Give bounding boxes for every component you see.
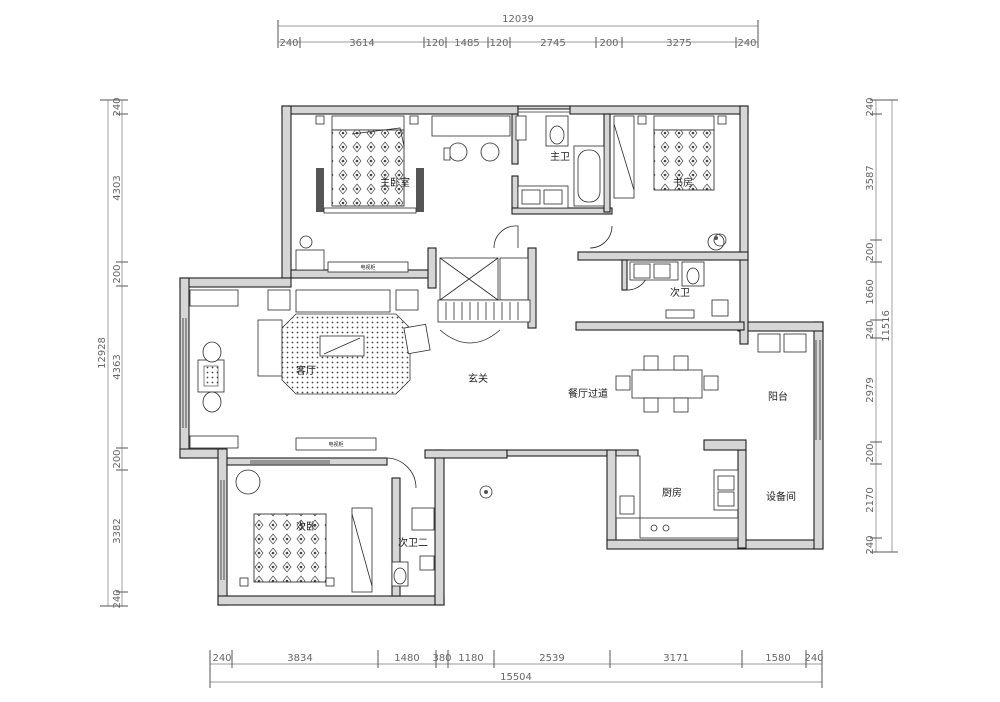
second-bedroom-bed	[253, 513, 327, 583]
dim-top-3: 120	[425, 38, 444, 49]
dim-right-1: 240	[865, 97, 876, 116]
dimension-top: 12039 240 3614 120 1485 120 2745 200 327…	[277, 14, 759, 49]
kitchen: 厨房	[615, 455, 739, 539]
room-second-bath: 次卫	[670, 286, 690, 299]
walls	[179, 105, 824, 606]
room-balcony: 阳台	[768, 390, 788, 403]
dim-right-6: 2979	[865, 377, 876, 402]
second-bath-2: 次卫二	[391, 507, 435, 587]
dim-left-3: 200	[112, 264, 123, 283]
dining-table	[631, 369, 703, 399]
sofa	[295, 289, 391, 313]
dim-bottom-1: 240	[212, 653, 231, 664]
dim-top-2: 3614	[349, 38, 374, 49]
dim-bottom-8: 1580	[765, 653, 790, 664]
dim-top-5: 120	[489, 38, 508, 49]
second-bedroom: 次卧	[235, 469, 373, 593]
dim-right-7: 200	[865, 443, 876, 462]
dim-bottom-9: 240	[804, 653, 823, 664]
dim-left-7: 240	[112, 589, 123, 608]
dim-bottom-4: 380	[432, 653, 451, 664]
overall-height-right: 11516	[881, 310, 892, 342]
room-study: 书房	[673, 176, 693, 189]
dim-right-3: 200	[865, 242, 876, 261]
room-second-bedroom: 次卧	[296, 520, 316, 533]
plant-icons	[479, 233, 727, 499]
dim-top-4: 1485	[454, 38, 479, 49]
tv-cabinet-label-top: 电视柜	[360, 264, 375, 271]
windows	[182, 108, 821, 580]
room-utility: 设备间	[766, 490, 796, 503]
room-master-bedroom: 主卧室	[380, 176, 410, 189]
overall-height-left: 12928	[97, 337, 108, 369]
dim-left-5: 200	[112, 449, 123, 468]
dim-right-9: 240	[865, 535, 876, 554]
foyer-cabinet	[437, 257, 531, 323]
study-bed	[653, 129, 715, 191]
dimension-bottom: 240 3834 1480 380 1180 2539 3171 1580 24…	[209, 650, 824, 688]
dim-bottom-2: 3834	[287, 653, 312, 664]
room-master-bath: 主卫	[550, 151, 570, 163]
dim-left-2: 4303	[112, 175, 123, 200]
dim-right-2: 3587	[865, 165, 876, 190]
master-bath: 主卫	[515, 115, 605, 209]
second-bath: 次卫	[629, 261, 729, 319]
room-foyer: 玄关	[468, 372, 488, 385]
room-kitchen: 厨房	[662, 486, 682, 499]
room-living: 客厅	[296, 364, 316, 377]
dim-right-4: 1660	[865, 279, 876, 304]
dimension-right: 240 3587 200 1660 240 2979 200 2170 240 …	[865, 97, 898, 555]
dim-right-5: 240	[865, 320, 876, 339]
master-bed	[331, 129, 405, 207]
dim-top-8: 3275	[666, 38, 691, 49]
master-bedroom: 电视柜 主卧室	[295, 115, 511, 273]
dim-right-8: 2170	[865, 487, 876, 512]
dim-top-6: 2745	[540, 38, 565, 49]
dining-area: 餐厅过道	[568, 355, 719, 413]
armchair	[448, 142, 468, 162]
study: 书房	[613, 115, 727, 251]
toilet	[549, 125, 565, 145]
dim-bottom-3: 1480	[394, 653, 419, 664]
dim-top-7: 200	[599, 38, 618, 49]
room-second-bath-2: 次卫二	[398, 536, 428, 549]
room-dining-corridor: 餐厅过道	[568, 387, 608, 400]
living-room: 电视柜 客厅	[189, 289, 431, 451]
dim-left-1: 240	[112, 97, 123, 116]
dim-left-6: 3382	[112, 518, 123, 543]
balcony: 阳台	[757, 333, 807, 403]
dim-bottom-7: 3171	[663, 653, 688, 664]
dim-left-4: 4363	[112, 354, 123, 379]
dim-top-9: 240	[737, 38, 756, 49]
overall-width-bottom: 15504	[500, 672, 532, 683]
overall-width-top: 12039	[502, 14, 534, 25]
dimension-left: 12928 240 4303 200 4363 200 3382 240	[97, 97, 128, 609]
tv-cabinet-label-bottom: 电视柜	[328, 441, 343, 448]
dim-top-1: 240	[279, 38, 298, 49]
dim-bottom-6: 2539	[539, 653, 564, 664]
dim-bottom-5: 1180	[458, 653, 483, 664]
